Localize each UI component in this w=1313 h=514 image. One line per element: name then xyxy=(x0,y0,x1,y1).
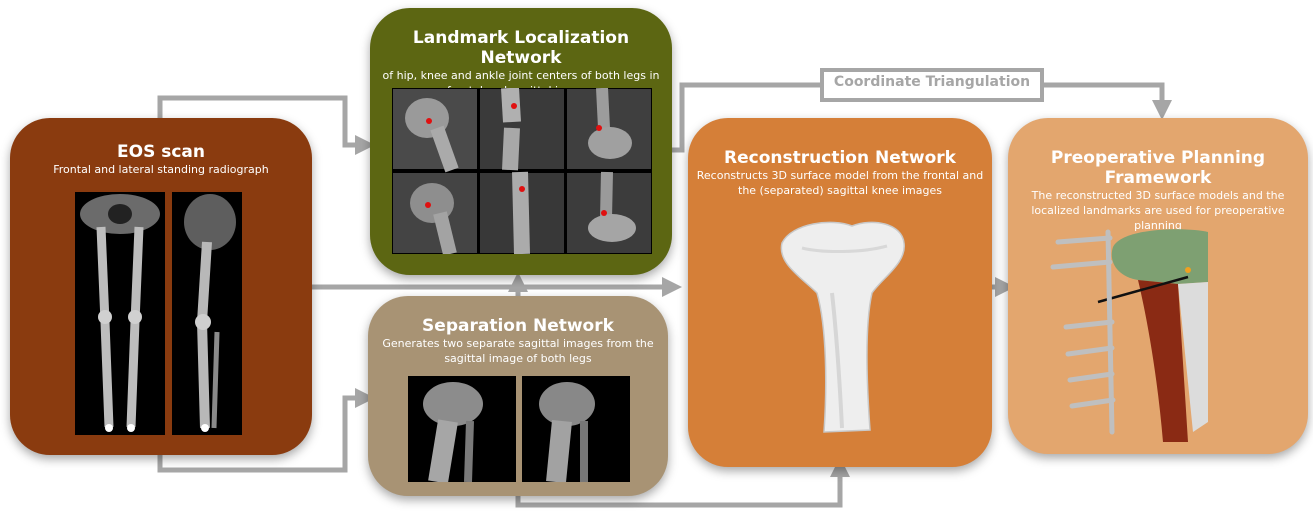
planning-3d-model xyxy=(1038,222,1213,442)
tibia-3d-model xyxy=(772,218,912,438)
eos-lateral-radiograph xyxy=(172,192,242,435)
hip-landmark-dot-frontal xyxy=(426,118,432,124)
planning-subtitle-line1: The reconstructed 3D surface models and … xyxy=(1008,188,1308,203)
eos-title: EOS scan xyxy=(10,142,312,162)
reconstruction-title: Reconstruction Network xyxy=(688,148,992,168)
reconstruction-subtitle-line1: Reconstructs 3D surface model from the f… xyxy=(688,168,992,183)
frontal-knee-image xyxy=(479,88,565,170)
knee-landmark-dot-frontal xyxy=(511,103,517,109)
separation-subtitle-line1: Generates two separate sagittal images f… xyxy=(368,336,668,351)
ankle-landmark-dot-sagittal xyxy=(601,210,607,216)
knee-landmark-dot-sagittal xyxy=(519,186,525,192)
landmark-subtitle-line1: of hip, knee and ankle joint centers of … xyxy=(370,68,672,83)
planning-title: Preoperative Planning Framework xyxy=(1008,148,1308,188)
preoperative-planning-box: Preoperative Planning Framework The reco… xyxy=(1008,118,1308,454)
separated-sagittal-image-left xyxy=(408,376,516,482)
eos-frontal-radiograph xyxy=(75,192,165,435)
eos-subtitle: Frontal and lateral standing radiograph xyxy=(10,162,312,177)
separation-network-box: Separation Network Generates two separat… xyxy=(368,296,668,496)
eos-scan-box: EOS scan Frontal and lateral standing ra… xyxy=(10,118,312,455)
landmark-title: Landmark Localization Network xyxy=(370,28,672,68)
ankle-landmark-dot-frontal xyxy=(596,125,602,131)
planning-subtitle-line2: localized landmarks are used for preoper… xyxy=(1008,203,1308,218)
separation-subtitle-line2: sagittal image of both legs xyxy=(368,351,668,366)
planning-landmark-dot xyxy=(1185,267,1191,273)
landmark-image-grid xyxy=(392,88,652,254)
landmark-localization-box: Landmark Localization Network of hip, kn… xyxy=(370,8,672,275)
coordinate-triangulation-label: Coordinate Triangulation xyxy=(822,74,1042,90)
reconstruction-network-box: Reconstruction Network Reconstructs 3D s… xyxy=(688,118,992,467)
hip-landmark-dot-sagittal xyxy=(425,202,431,208)
separation-title: Separation Network xyxy=(368,316,668,336)
reconstruction-subtitle-line2: the (separated) sagittal knee images xyxy=(688,183,992,198)
separated-sagittal-image-right xyxy=(522,376,630,482)
arrow-triangulation-to-planning xyxy=(1042,85,1162,110)
